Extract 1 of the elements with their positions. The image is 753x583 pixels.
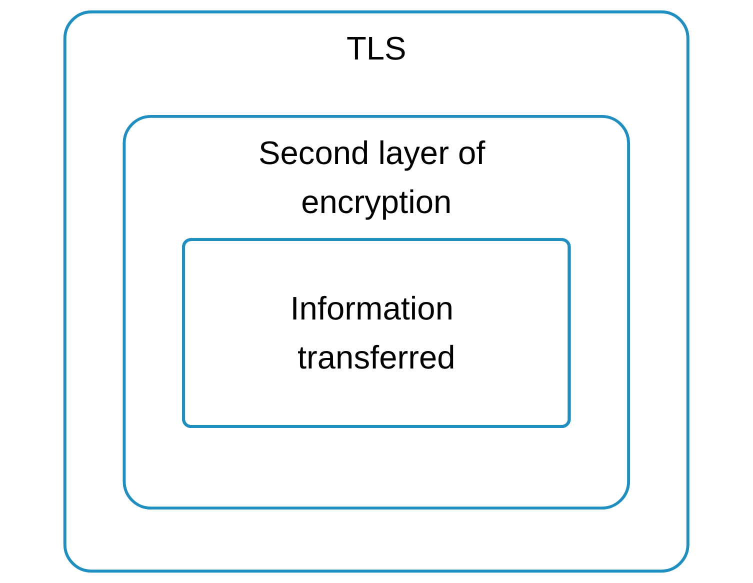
cluster	[122, 114, 630, 510]
